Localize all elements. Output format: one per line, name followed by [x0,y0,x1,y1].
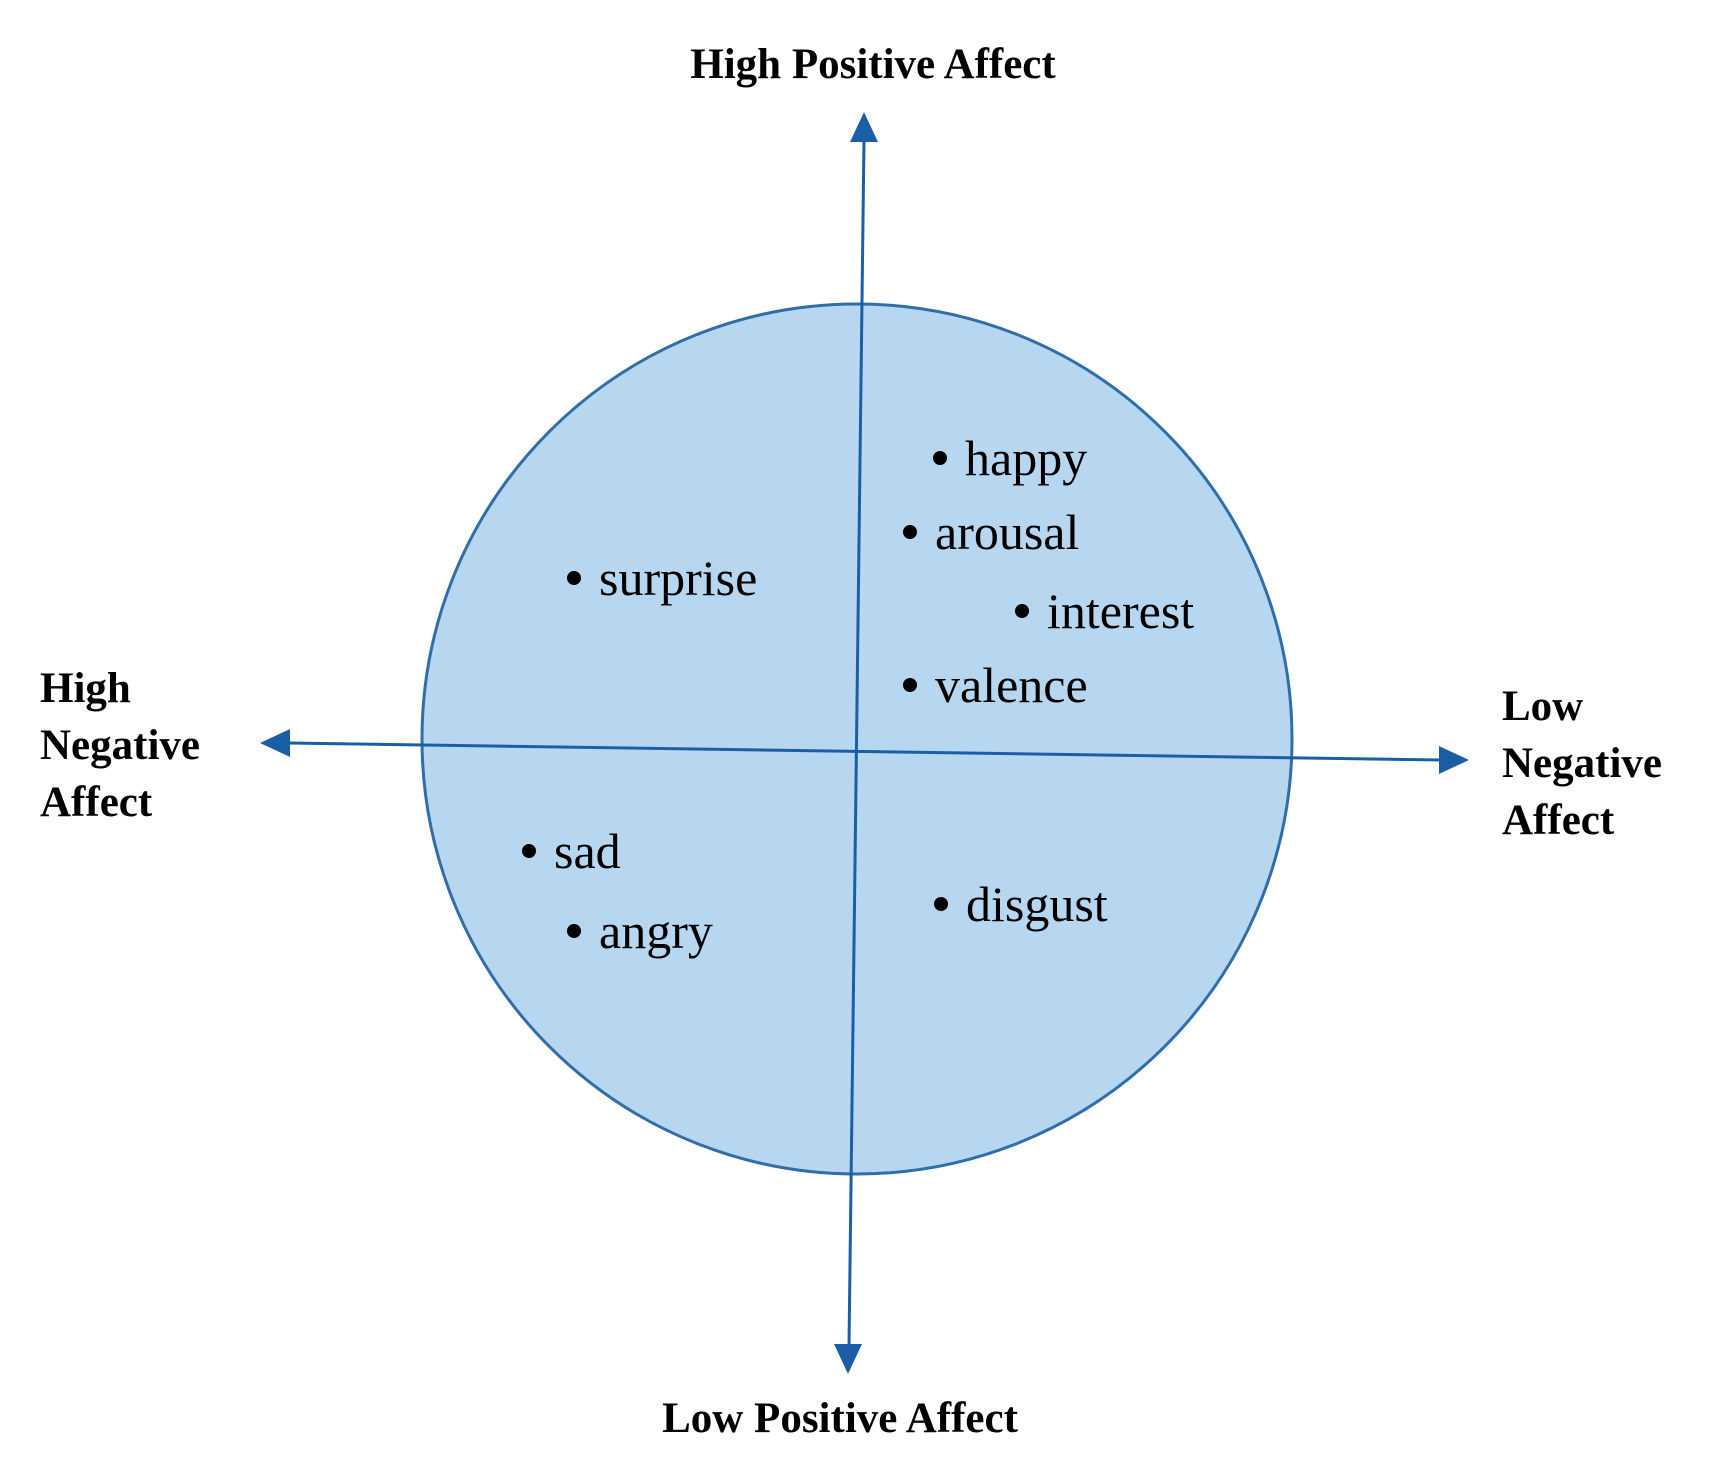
bullet-surprise [567,571,581,585]
arrow-up-icon [850,112,878,142]
emotion-label-angry: angry [599,903,713,959]
axis-label-right-line-2: Negative [1502,740,1662,787]
horizontal-axis-line [287,741,1443,762]
emotion-label-valence: valence [935,657,1088,713]
emotion-label-arousal: arousal [935,504,1079,560]
emotion-label-disgust: disgust [966,876,1108,932]
axis-label-right-line-1: Low [1502,683,1583,730]
axis-label-right-line-3: Affect [1502,797,1615,844]
bullet-happy [933,451,947,465]
emotion-label-happy: happy [965,430,1087,486]
bullet-valence [903,678,917,692]
vertical-axis-line [847,139,866,1347]
bullet-sad [522,844,536,858]
bullet-angry [567,924,581,938]
axis-label-top: High Positive Affect [690,41,1056,88]
axis-label-left-line-3: Affect [40,779,153,826]
bullet-arousal [903,525,917,539]
axis-label-left-line-2: Negative [40,722,200,769]
bullet-disgust [934,897,948,911]
emotion-label-interest: interest [1047,583,1194,639]
arrow-left-icon [260,729,290,757]
emotion-label-surprise: surprise [599,550,757,606]
arrow-right-icon [1439,746,1469,774]
axis-label-bottom: Low Positive Affect [662,1395,1019,1442]
axis-label-left-line-1: High [40,665,131,712]
bullet-interest [1015,604,1029,618]
emotion-label-sad: sad [554,823,621,879]
arrow-down-icon [834,1344,862,1374]
